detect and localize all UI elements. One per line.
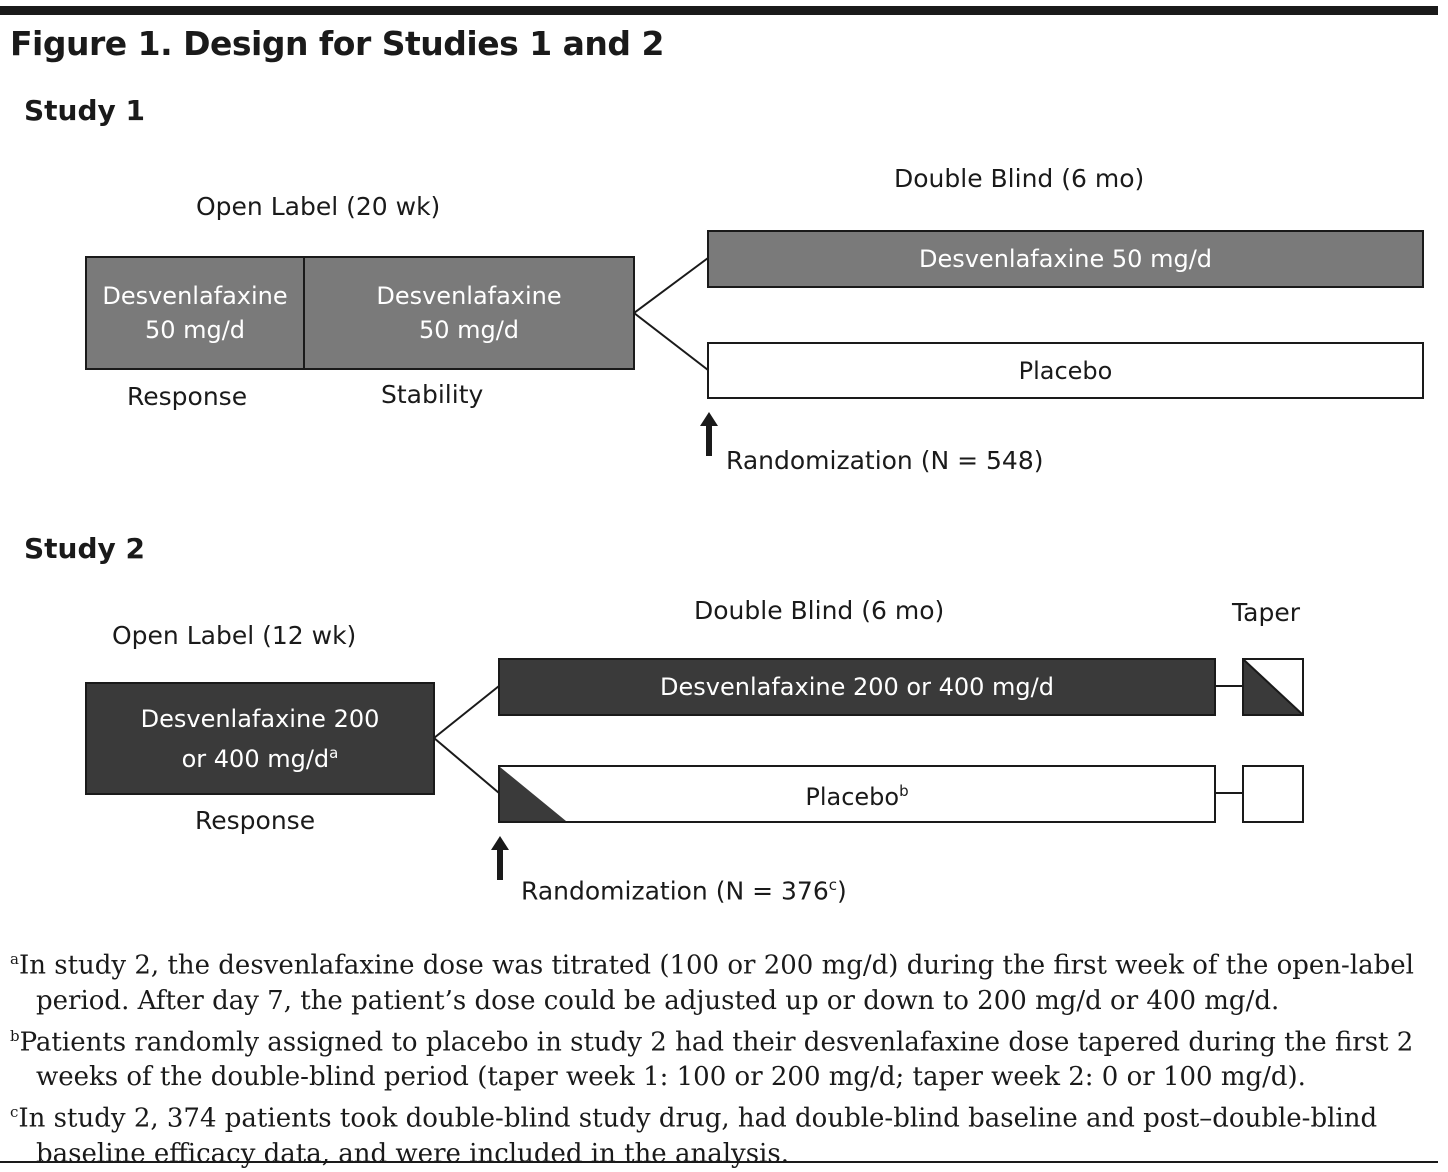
- study1-open-label-bar: Desvenlafaxine 50 mg/d Desvenlafaxine 50 m…: [85, 256, 635, 370]
- footnote-a: aIn study 2, the desvenlafaxine dose was…: [10, 942, 1430, 1019]
- study1-branch-upper: [633, 257, 709, 314]
- footnote-c: cIn study 2, 374 patients took double-bl…: [10, 1095, 1430, 1172]
- top-rule: [0, 6, 1438, 15]
- figure-title: Figure 1. Design for Studies 1 and 2: [10, 24, 665, 63]
- study1-open-label-heading: Open Label (20 wk): [196, 192, 441, 221]
- footnote-b-mark: b: [10, 1026, 20, 1045]
- footnote-b: bPatients randomly assigned to placebo i…: [10, 1019, 1430, 1096]
- study2-placebo-taper-wedge: [500, 767, 566, 821]
- study2-response-label: Response: [195, 806, 316, 835]
- study1-branch-lower: [633, 312, 709, 371]
- study1-stability-cell: Desvenlafaxine 50 mg/d: [305, 258, 633, 368]
- study2-randomization-footnote-mark: c: [828, 876, 837, 894]
- study1-heading: Study 1: [24, 94, 146, 127]
- study2-placebo-footnote-mark: b: [899, 782, 909, 800]
- study2-randomization-text: Randomization (N = 376: [521, 876, 829, 906]
- study2-ol-footnote-mark: a: [329, 743, 339, 762]
- study1-randomization-arrow-icon: [700, 412, 718, 456]
- study1-drug-arm: Desvenlafaxine 50 mg/d: [707, 230, 1424, 288]
- bottom-rule: [0, 1161, 1438, 1163]
- study2-drug-taper-wedge: [1244, 660, 1302, 714]
- footnote-c-mark: c: [10, 1103, 19, 1122]
- footnote-b-text: Patients randomly assigned to placebo in…: [19, 1027, 1414, 1093]
- study2-randomization-label: Randomization (N = 376c): [521, 876, 847, 905]
- footnote-a-mark: a: [10, 950, 19, 968]
- study2-placebo-taper-box: [1242, 765, 1304, 823]
- study1-placebo-arm: Placebo: [707, 342, 1424, 399]
- study1-ol-box2-line2: 50 mg/d: [418, 316, 520, 344]
- study1-stability-label: Stability: [381, 380, 484, 409]
- study2-open-label-box: Desvenlafaxine 200 or 400 mg/da: [85, 682, 435, 795]
- study2-heading: Study 2: [24, 532, 146, 565]
- study2-randomization-arrow-icon: [491, 836, 509, 880]
- study2-randomization-close: ): [837, 876, 847, 906]
- study1-ol-box1-line2: 50 mg/d: [144, 316, 246, 344]
- study2-branch-upper: [433, 685, 500, 739]
- study1-ol-box1-line1: Desvenlafaxine: [102, 282, 288, 310]
- footnote-c-text: In study 2, 374 patients took double-bli…: [18, 1103, 1378, 1169]
- study1-response-cell: Desvenlafaxine 50 mg/d: [87, 258, 305, 368]
- study1-randomization-label: Randomization (N = 548): [726, 446, 1044, 475]
- study2-drug-arm: Desvenlafaxine 200 or 400 mg/d: [498, 658, 1216, 716]
- study1-response-label: Response: [127, 382, 248, 411]
- study2-double-blind-heading: Double Blind (6 mo): [694, 596, 945, 625]
- study2-taper-heading: Taper: [1232, 598, 1300, 627]
- study2-ol-line1: Desvenlafaxine 200: [140, 704, 380, 733]
- study2-drug-taper-box: [1242, 658, 1304, 716]
- study2-branch-lower: [433, 737, 500, 794]
- study2-ol-line2: or 400 mg/d: [181, 744, 330, 773]
- study1-ol-box2-line1: Desvenlafaxine: [376, 282, 562, 310]
- footnote-a-text: In study 2, the desvenlafaxine dose was …: [18, 950, 1414, 1016]
- study2-placebo-arm: Placebob: [498, 765, 1216, 823]
- study2-placebo-label: Placebo: [805, 783, 900, 811]
- study1-double-blind-heading: Double Blind (6 mo): [894, 164, 1145, 193]
- study2-open-label-heading: Open Label (12 wk): [112, 621, 357, 650]
- footnotes: aIn study 2, the desvenlafaxine dose was…: [10, 942, 1430, 1172]
